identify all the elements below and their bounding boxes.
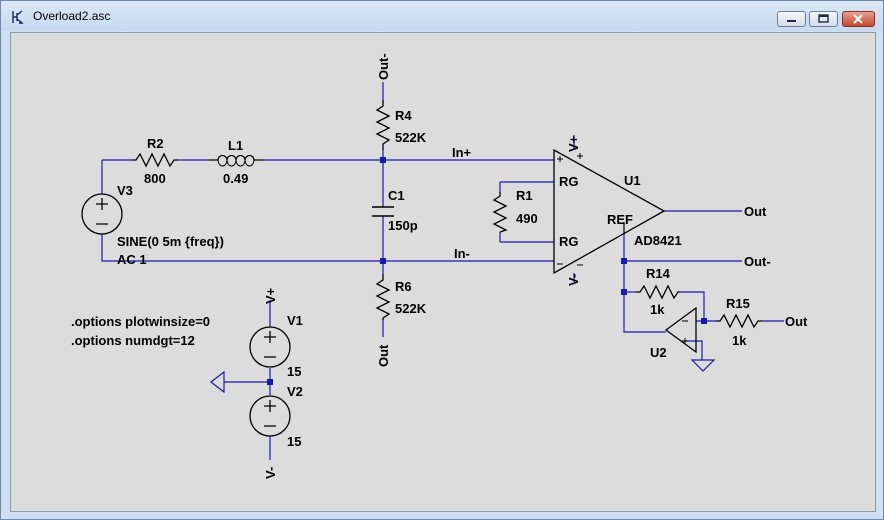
schematic: R2 800 L1 0.49 V3 SINE(0 5m {freq}) AC 1… xyxy=(71,53,808,479)
net-label-out-minus-top: Out- xyxy=(376,53,391,80)
resistor-r14[interactable] xyxy=(636,284,680,300)
l1-ref-label: L1 xyxy=(228,138,243,153)
junctions xyxy=(267,157,707,385)
capacitor-c1[interactable] xyxy=(372,206,394,217)
net-label-out: Out xyxy=(744,204,767,219)
net-label-vplus: V+ xyxy=(263,287,278,304)
ground-icon xyxy=(210,370,225,394)
r1-value-label: 490 xyxy=(516,211,538,226)
junction-dot xyxy=(621,258,627,264)
maximize-icon xyxy=(818,14,829,23)
junction-dot xyxy=(380,258,386,264)
net-label-in-minus: In- xyxy=(454,246,470,261)
wires xyxy=(101,82,784,460)
r14-ref-label: R14 xyxy=(646,266,671,281)
opamp-u2[interactable] xyxy=(664,306,697,354)
r14-value-label: 1k xyxy=(650,302,665,317)
v3-ref-label: V3 xyxy=(117,183,133,198)
u1-model-label: AD8421 xyxy=(634,233,682,248)
r15-ref-label: R15 xyxy=(726,296,750,311)
c1-value-label: 150p xyxy=(388,218,418,233)
inductor-l1[interactable] xyxy=(209,154,264,167)
close-button[interactable] xyxy=(842,11,875,27)
net-label-in-plus: In+ xyxy=(452,145,472,160)
u2-ref-label: U2 xyxy=(650,345,667,360)
voltage-source-v3[interactable] xyxy=(81,193,123,235)
r4-value-label: 522K xyxy=(395,130,427,145)
resistor-r2[interactable] xyxy=(132,152,178,168)
junction-dot xyxy=(267,379,273,385)
net-label-out-minus: Out- xyxy=(744,254,771,269)
v3-ac-label: AC 1 xyxy=(117,252,147,267)
v1-ref-label: V1 xyxy=(287,313,303,328)
u1-ref-label: U1 xyxy=(624,173,641,188)
spice-directive-1: .options plotwinsize=0 xyxy=(71,314,210,329)
resistor-r1[interactable] xyxy=(492,192,508,233)
close-icon xyxy=(853,14,863,24)
resistor-r6[interactable] xyxy=(375,274,391,320)
junction-dot xyxy=(380,157,386,163)
window-title: Overload2.asc xyxy=(33,9,111,23)
r15-value-label: 1k xyxy=(732,333,747,348)
v3-value-label: SINE(0 5m {freq}) xyxy=(117,234,224,249)
ground-icon xyxy=(690,359,716,372)
maximize-button[interactable] xyxy=(809,11,838,27)
u1-vminus-pin-label: V- xyxy=(566,274,581,286)
v1-value-label: 15 xyxy=(287,364,301,379)
voltage-source-v1[interactable] xyxy=(249,326,291,368)
u1-rg-pin-label-top: RG xyxy=(559,174,579,189)
voltage-source-v2[interactable] xyxy=(249,395,291,437)
net-label-out-r15: Out xyxy=(785,314,808,329)
resistor-r4[interactable] xyxy=(375,100,391,150)
l1-value-label: 0.49 xyxy=(223,171,248,186)
r4-ref-label: R4 xyxy=(395,108,412,123)
r1-ref-label: R1 xyxy=(516,188,533,203)
v2-ref-label: V2 xyxy=(287,384,303,399)
ltspice-app-icon xyxy=(12,10,24,24)
instrumentation-amp-u1[interactable] xyxy=(553,148,666,275)
r6-ref-label: R6 xyxy=(395,279,412,294)
r6-value-label: 522K xyxy=(395,301,427,316)
u1-ref-pin-label: REF xyxy=(607,212,633,227)
r2-value-label: 800 xyxy=(144,171,166,186)
v2-value-label: 15 xyxy=(287,434,301,449)
net-label-out-bottom: Out xyxy=(376,344,391,367)
schematic-canvas[interactable]: R2 800 L1 0.49 V3 SINE(0 5m {freq}) AC 1… xyxy=(10,32,876,512)
junction-dot xyxy=(621,289,627,295)
junction-dot xyxy=(701,318,707,324)
u1-vplus-pin-label: V+ xyxy=(566,135,581,152)
net-label-vminus: V- xyxy=(263,467,278,479)
r2-ref-label: R2 xyxy=(147,136,164,151)
spice-directive-2: .options numdgt=12 xyxy=(71,333,195,348)
minimize-icon xyxy=(787,20,796,22)
title-bar[interactable]: Overload2.asc xyxy=(1,1,883,31)
u1-rg-pin-label-bottom: RG xyxy=(559,234,579,249)
resistor-r15[interactable] xyxy=(716,313,762,329)
c1-ref-label: C1 xyxy=(388,188,405,203)
minimize-button[interactable] xyxy=(777,11,806,27)
